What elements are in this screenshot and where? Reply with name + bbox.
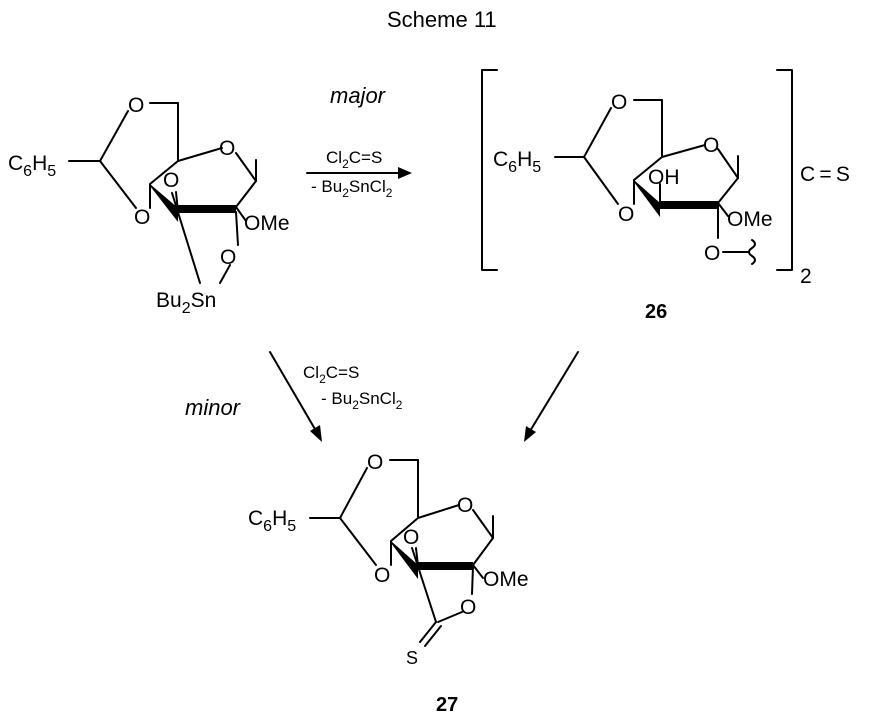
p27-thione-s: S [406, 648, 418, 668]
product-27: C6H5 O O O O OMe O S 27 [248, 451, 529, 716]
start-acetal-bot-o: O [134, 206, 150, 229]
major-arrow: major Cl2C=S - Bu2SnCl2 [306, 83, 412, 200]
p26-acetal-top-o: O [611, 91, 627, 114]
minor-reagent: Cl2C=S [303, 363, 359, 386]
bracket-subscript: 2 [800, 265, 812, 288]
start-phenyl-label: C6H5 [8, 152, 56, 180]
major-byproduct: - Bu2SnCl2 [311, 177, 393, 200]
compound-26-number: 26 [645, 301, 667, 323]
p26-phenyl-label: C6H5 [493, 148, 541, 176]
major-label: major [330, 83, 387, 108]
scheme-title: Scheme 11 [387, 7, 497, 32]
minor-arrow: minor Cl2C=S - Bu2SnCl2 [185, 351, 403, 442]
minor-label: minor [185, 395, 242, 420]
p27-phenyl-label: C6H5 [248, 507, 296, 535]
p27-o3: O [403, 526, 419, 549]
p27-acetal-top-o: O [367, 451, 383, 474]
start-ome: OMe [244, 212, 290, 235]
starting-material: C6H5 O O O O OMe O Bu2Sn [8, 94, 290, 317]
compound-27-number: 27 [436, 694, 458, 716]
p26-o2: O [704, 242, 720, 265]
start-dibutylstannylene: Bu2Sn [156, 289, 216, 317]
major-reagent: Cl2C=S [326, 148, 382, 171]
p26-acetal-bot-o: O [618, 203, 634, 226]
start-acetal-top-o: O [128, 94, 144, 117]
start-ring-o: O [219, 137, 235, 160]
start-o3: O [163, 169, 179, 192]
start-o2: O [220, 246, 236, 269]
product-26: 2 C = S C6H5 O O O OH OMe O 26 [481, 69, 850, 323]
p27-ring-o: O [457, 494, 473, 517]
conversion-arrow [524, 351, 579, 442]
p27-acetal-bot-o: O [374, 564, 390, 587]
p27-ome: OMe [483, 568, 529, 591]
p27-o2: O [460, 596, 476, 619]
p26-hydroxyl: OH [648, 166, 680, 189]
minor-byproduct: - Bu2SnCl2 [321, 389, 403, 412]
p26-ring-o: O [703, 134, 719, 157]
thiocarbonyl-label: C = S [800, 163, 850, 186]
p26-ome: OMe [727, 208, 773, 231]
